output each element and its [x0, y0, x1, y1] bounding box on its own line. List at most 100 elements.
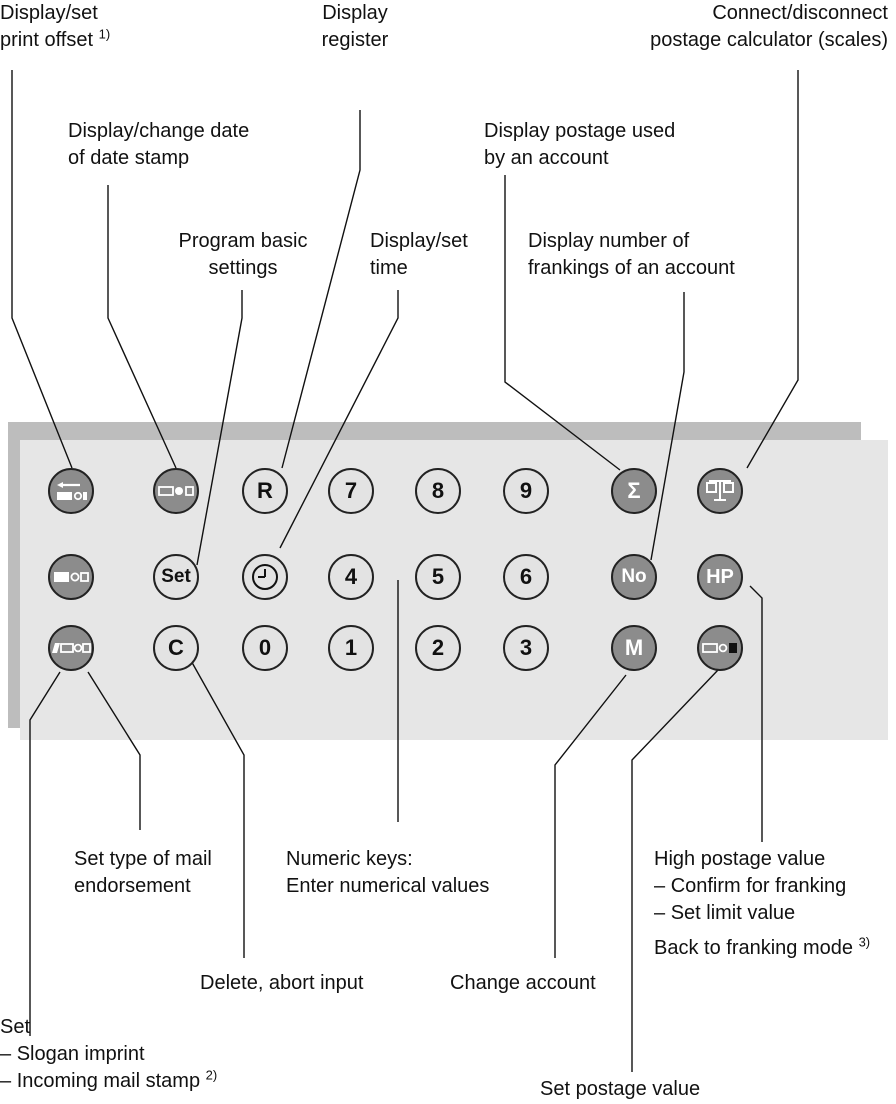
label-high-postage-title: High postage value: [654, 848, 826, 870]
key-label: 6: [519, 564, 533, 589]
label-high-postage-item: Set limit value: [654, 900, 870, 927]
label-delete: Delete, abort input: [200, 972, 364, 994]
date-stamp-icon: [158, 486, 194, 496]
leader-scales: [746, 70, 799, 469]
set-postage-key[interactable]: [697, 625, 743, 671]
key-label: 8: [431, 478, 445, 503]
key-label: C: [168, 635, 184, 660]
label-date-stamp: Display/change date of date stamp: [68, 118, 249, 172]
clock-icon: [252, 564, 278, 590]
leader-high-postage: [749, 585, 763, 842]
endorsement-icon: [52, 643, 91, 653]
label-set-slogan-title: Set: [0, 1016, 31, 1038]
key-label: M: [624, 635, 644, 660]
key-2[interactable]: 2: [415, 625, 461, 671]
label-high-postage-item: Confirm for franking: [654, 873, 870, 900]
footnote-2: 2): [205, 1067, 218, 1083]
key-9[interactable]: 9: [503, 468, 549, 514]
label-scales-line2: postage calculator (scales): [650, 29, 888, 51]
key-1[interactable]: 1: [328, 625, 374, 671]
key-3[interactable]: 3: [503, 625, 549, 671]
label-mail-endorsement-line1: Set type of mail: [74, 848, 212, 870]
clear-key[interactable]: C: [153, 625, 199, 671]
label-change-account: Change account: [450, 972, 596, 994]
leader-change-account: [554, 674, 627, 958]
label-register: Display register: [300, 0, 410, 54]
label-frankings-line2: frankings of an account: [528, 257, 735, 279]
leader-print-offset: [11, 70, 73, 469]
time-key[interactable]: [242, 554, 288, 600]
label-high-postage: High postage value Confirm for franking …: [654, 846, 870, 962]
postage-icon: [702, 643, 737, 653]
label-numeric: Numeric keys: Enter numerical values: [286, 846, 489, 900]
change-account-key[interactable]: M: [611, 625, 657, 671]
key-8[interactable]: 8: [415, 468, 461, 514]
label-date-stamp-line1: Display/change date: [68, 120, 250, 142]
label-basic-settings-line2: settings: [208, 257, 278, 279]
leader-basic-settings: [196, 290, 243, 566]
key-label: 3: [519, 635, 533, 660]
label-back-to-franking: Back to franking mode: [654, 937, 853, 959]
date-stamp-key[interactable]: [153, 468, 199, 514]
label-date-stamp-line2: of date stamp: [68, 147, 190, 169]
label-set-postage: Set postage value: [540, 1078, 701, 1100]
postage-used-key[interactable]: Σ: [611, 468, 657, 514]
label-print-offset-line1: Display/set: [0, 2, 98, 24]
label-scales-line1: Connect/disconnect: [712, 2, 888, 24]
print-offset-key[interactable]: [48, 468, 94, 514]
endorsement-key[interactable]: [48, 625, 94, 671]
frankings-key[interactable]: No: [611, 554, 657, 600]
key-label: 2: [431, 635, 445, 660]
footnote-3: 3): [858, 934, 871, 950]
label-set-slogan: Set Slogan imprint Incoming mail stamp 2…: [0, 1014, 217, 1095]
label-set-slogan-item: Slogan imprint: [0, 1041, 217, 1068]
slogan-key[interactable]: [48, 554, 94, 600]
label-set-slogan-item: Incoming mail stamp: [0, 1070, 200, 1092]
key-label: 9: [519, 478, 533, 503]
label-frankings: Display number of frankings of an accoun…: [528, 228, 735, 282]
leader-frankings: [650, 292, 685, 561]
label-scales: Connect/disconnect postage calculator (s…: [650, 0, 888, 54]
print-offset-icon: [57, 482, 87, 501]
label-mail-endorsement: Set type of mail endorsement: [74, 846, 212, 900]
leader-postage-used: [504, 175, 621, 471]
key-4[interactable]: 4: [328, 554, 374, 600]
set-key[interactable]: Set: [153, 554, 199, 600]
label-time-line1: Display/set: [370, 230, 468, 252]
label-register-line2: register: [321, 29, 389, 51]
slogan-icon: [54, 572, 89, 582]
footnote-1: 1): [98, 26, 111, 42]
key-5[interactable]: 5: [415, 554, 461, 600]
leader-endorsement: [87, 671, 141, 830]
key-label: R: [257, 478, 273, 503]
label-print-offset-line2: print offset: [0, 29, 94, 51]
label-numeric-line1: Numeric keys:: [286, 848, 413, 870]
leader-register: [281, 110, 361, 469]
key-label: 4: [344, 564, 358, 589]
label-basic-settings: Program basic settings: [160, 228, 326, 282]
key-label: 1: [344, 635, 358, 660]
scales-key[interactable]: [697, 468, 743, 514]
high-postage-key[interactable]: HP: [697, 554, 743, 600]
label-postage-used-line2: by an account: [484, 147, 609, 169]
key-label: Set: [161, 566, 191, 587]
leader-set-slogan: [29, 671, 61, 1036]
key-7[interactable]: 7: [328, 468, 374, 514]
key-label: No: [621, 566, 647, 587]
sigma-icon: Σ: [627, 478, 641, 503]
key-label: 7: [344, 478, 358, 503]
leader-delete: [184, 649, 245, 958]
key-label: HP: [706, 565, 734, 588]
label-print-offset: Display/set print offset 1): [0, 0, 110, 54]
label-postage-used-line1: Display postage used: [484, 120, 676, 142]
label-time: Display/set time: [370, 228, 468, 282]
key-0[interactable]: 0: [242, 625, 288, 671]
scales-icon: [706, 480, 734, 501]
key-label: 5: [431, 564, 445, 589]
key-6[interactable]: 6: [503, 554, 549, 600]
label-numeric-line2: Enter numerical values: [286, 875, 490, 897]
leader-date-stamp: [107, 185, 177, 469]
label-mail-endorsement-line2: endorsement: [74, 875, 191, 897]
register-key[interactable]: R: [242, 468, 288, 514]
